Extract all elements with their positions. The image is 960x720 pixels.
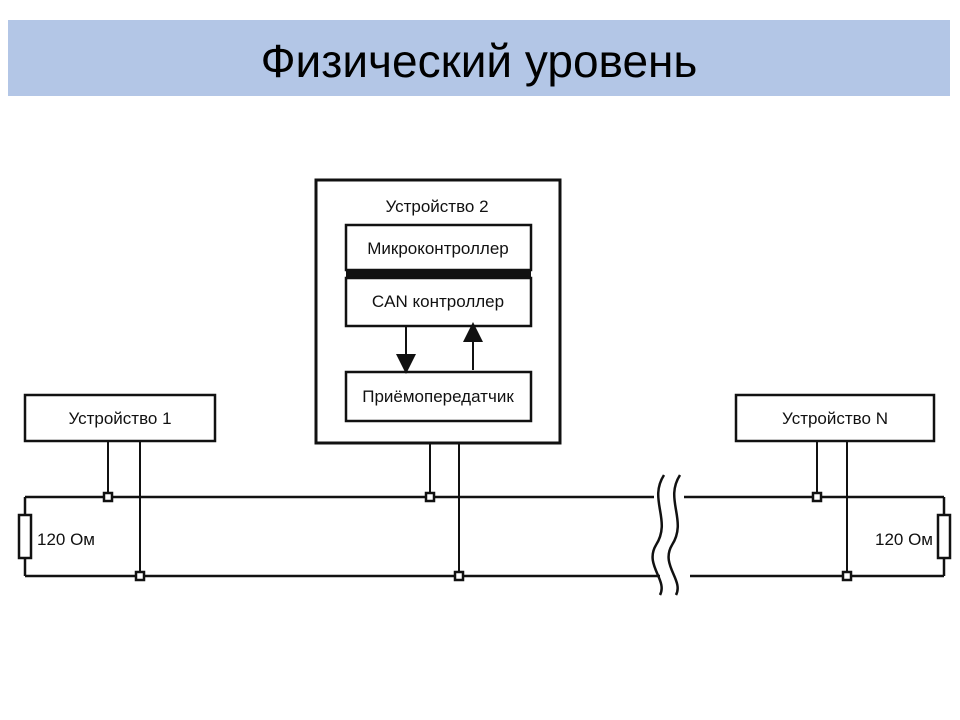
device-2-box [314, 178, 562, 445]
bus-wires [23, 495, 946, 578]
device-drop-lines [107, 441, 848, 576]
bus-break-symbol [651, 474, 682, 596]
device-1-label: Устройство 1 [68, 409, 171, 428]
junction-node [102, 491, 114, 503]
resistor-right [936, 513, 952, 560]
resistor-right-label: 120 Ом [875, 530, 933, 549]
junction-node [424, 491, 436, 503]
resistor-left-label: 120 Ом [37, 530, 95, 549]
junction-node [453, 570, 465, 582]
junction-node [841, 570, 853, 582]
resistor-left [17, 513, 33, 560]
device-2-label: Устройство 2 [385, 197, 488, 216]
device-n-label: Устройство N [782, 409, 888, 428]
junction-nodes [102, 491, 853, 582]
page-title: Физический уровень [260, 35, 698, 87]
device-1-box [23, 393, 217, 443]
microcontroller-label: Микроконтроллер [367, 239, 509, 258]
device-n-box [734, 393, 936, 443]
can-controller-box [344, 276, 533, 328]
controller-link-band [346, 270, 531, 278]
title-bar: Физический уровень [8, 20, 950, 96]
can-controller-label: CAN контроллер [372, 292, 504, 311]
transceiver-box [344, 370, 533, 423]
junction-node [134, 570, 146, 582]
transceiver-label: Приёмопередатчик [362, 387, 514, 406]
junction-node [811, 491, 823, 503]
